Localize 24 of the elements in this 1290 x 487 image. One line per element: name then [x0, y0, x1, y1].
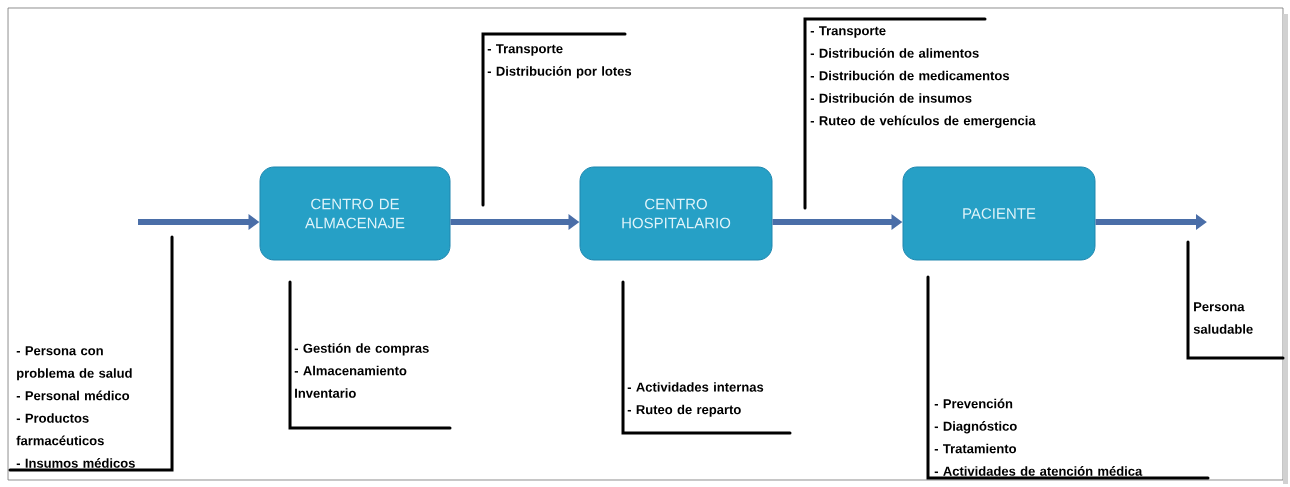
list-item: - Ruteo de reparto — [627, 404, 741, 417]
list-item: - Transporte — [810, 26, 886, 38]
list-item: - Almacenamiento — [294, 365, 407, 376]
list-item: - Transporte — [487, 44, 563, 56]
list-item: - Insumos médicos — [16, 458, 135, 468]
process-box: CENTRO HOSPITALARIO — [579, 166, 773, 261]
list-item: - Distribución de medicamentos — [810, 70, 1009, 81]
list-item: - Actividades de atención médica — [934, 466, 1143, 476]
list-item: - Gestión de compras — [294, 343, 429, 356]
list-item: - Persona con problema de salud — [16, 346, 132, 381]
list-item: - Tratamiento — [934, 443, 1017, 454]
list-item: - Ruteo de vehículos de emergencia — [810, 115, 1036, 128]
list-item: - Distribución de insumos — [810, 93, 972, 103]
list-item: - Personal médico — [16, 390, 130, 401]
list-item: - Productos farmacéuticos — [16, 413, 104, 446]
list-item: - Distribución de alimentos — [810, 48, 979, 58]
process-box: CENTRO DE ALMACENAJE — [259, 166, 451, 261]
process-box: PACIENTE — [902, 166, 1096, 261]
list-item: - Distribución por lotes — [487, 66, 632, 79]
list-item: Persona saludable — [1193, 302, 1253, 334]
list-item: - Prevención — [934, 398, 1013, 409]
list-item: - Diagnóstico — [934, 421, 1017, 434]
list-item: Inventario — [295, 388, 356, 398]
list-item: - Actividades internas — [627, 382, 764, 392]
